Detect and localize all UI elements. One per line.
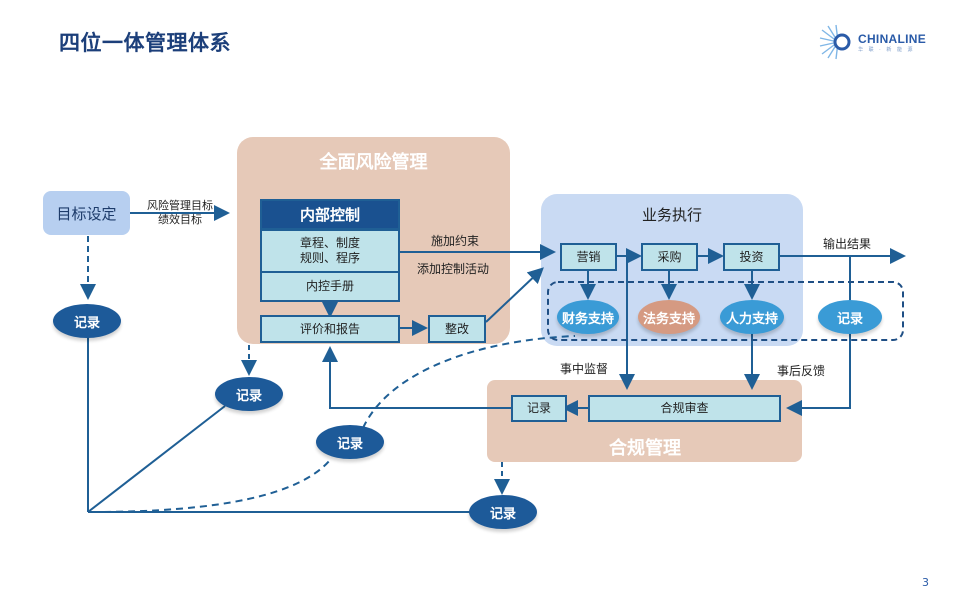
compliance-title: 合规管理 <box>609 438 681 459</box>
during-supervision-label: 事中监督 <box>560 362 609 376</box>
business-execution-title: 业务执行 <box>641 206 702 224</box>
control-activity-label: 添加控制活动 <box>417 262 490 276</box>
legal-support-ellipse[interactable]: 法务支持 <box>638 300 700 334</box>
goal-arrow-label: 风险管理目标 绩效目标 <box>140 199 220 227</box>
compliance-review-box[interactable]: 合规审查 <box>588 395 781 422</box>
business-step-marketing[interactable]: 营销 <box>560 243 617 271</box>
hr-support-ellipse[interactable]: 人力支持 <box>720 300 784 334</box>
company-logo: CHINALINE 华 联 · 新 能 源 <box>818 24 928 60</box>
rules-line-2: 规则、程序 <box>299 251 360 265</box>
evaluation-report-box[interactable]: 评价和报告 <box>260 315 400 343</box>
goal-record-ellipse[interactable]: 记录 <box>53 304 121 338</box>
goal-setting-box[interactable]: 目标设定 <box>43 191 130 235</box>
finance-support-ellipse[interactable]: 财务支持 <box>557 300 619 334</box>
internal-control-manual-box[interactable]: 内控手册 <box>260 271 400 302</box>
risk-goal-label: 风险管理目标 <box>147 199 213 212</box>
constraint-label: 施加约束 <box>431 234 480 248</box>
rules-box[interactable]: 章程、制度 规则、程序 <box>260 229 400 273</box>
risk-record-ellipse[interactable]: 记录 <box>215 377 283 411</box>
business-record-ellipse[interactable]: 记录 <box>818 300 882 334</box>
business-step-procurement[interactable]: 采购 <box>641 243 698 271</box>
logo-subtitle: 华 联 · 新 能 源 <box>858 47 915 53</box>
slide-title: 四位一体管理体系 <box>59 31 231 55</box>
after-feedback-label: 事后反馈 <box>777 364 826 378</box>
logo-burst-icon <box>819 24 851 60</box>
business-step-investment[interactable]: 投资 <box>723 243 780 271</box>
compliance-record-ellipse-mid[interactable]: 记录 <box>316 425 384 459</box>
rectify-box[interactable]: 整改 <box>428 315 486 343</box>
logo-text: CHINALINE <box>858 32 927 46</box>
rules-line-1: 章程、制度 <box>299 236 360 250</box>
page-number: 3 <box>922 576 929 589</box>
internal-control-header[interactable]: 内部控制 <box>260 199 400 230</box>
risk-management-title: 全面风险管理 <box>319 152 428 173</box>
output-result-label: 输出结果 <box>823 237 872 251</box>
compliance-record-ellipse-bottom[interactable]: 记录 <box>469 495 537 529</box>
compliance-record-box[interactable]: 记录 <box>511 395 567 422</box>
performance-goal-label: 绩效目标 <box>158 212 202 226</box>
